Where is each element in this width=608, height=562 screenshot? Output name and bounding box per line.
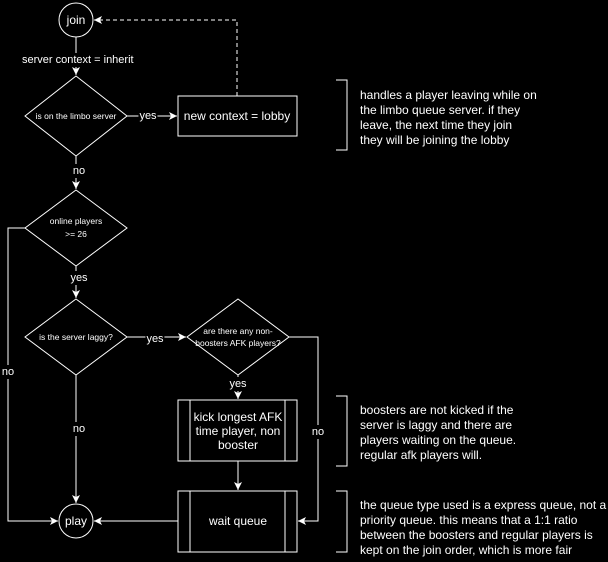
limbo-decision-label: is on the limbo server xyxy=(35,111,117,121)
join-label: join xyxy=(66,13,86,27)
note-limbo-line: they will be joining the lobby xyxy=(360,133,510,147)
laggy-no-label: no xyxy=(71,422,87,436)
online-players-label-line2: >= 26 xyxy=(65,229,87,239)
note-bracket-queue xyxy=(336,490,348,553)
wait-queue-label: wait queue xyxy=(208,514,268,528)
note-bracket-boosters xyxy=(336,395,348,467)
note-bracket-limbo xyxy=(336,79,348,151)
server-laggy-label: is the server laggy? xyxy=(39,332,113,342)
note-queue: the queue type used is a express queue, … xyxy=(360,498,606,558)
note-boosters-line: regular afk players will. xyxy=(360,448,483,462)
play-label: play xyxy=(64,514,88,528)
afk-check-label-line2: boosters AFK players? xyxy=(195,338,281,348)
afk-check-label-line1: are there any non- xyxy=(203,326,273,336)
laggy-yes-label: yes xyxy=(145,332,165,346)
note-queue-line: priority queue. this means that a 1:1 ra… xyxy=(360,513,578,527)
note-queue-line: kept on the join order, which is more fa… xyxy=(360,543,573,557)
online-no-label: no xyxy=(0,365,16,379)
kick-label-line2: time player, non xyxy=(195,424,281,438)
edge-context-back-to-join xyxy=(94,16,238,96)
note-boosters-line: boosters are not kicked if the xyxy=(360,403,514,417)
note-limbo-line: leave, the next time they join xyxy=(360,118,513,132)
play-node xyxy=(58,503,94,539)
note-boosters-line: players waiting on the queue. xyxy=(360,433,517,447)
new-context-label: new context = lobby xyxy=(183,109,291,123)
afk-no-label: no xyxy=(310,425,326,439)
note-queue-line: the queue type used is a express queue, … xyxy=(360,498,607,512)
note-limbo: handles a player leaving while on the li… xyxy=(360,88,537,148)
limbo-yes-label: yes xyxy=(138,109,158,123)
note-limbo-line: handles a player leaving while on xyxy=(360,88,537,102)
edge-online-no xyxy=(7,227,58,525)
online-players-label-line1: online players xyxy=(49,216,103,226)
note-limbo-line: the limbo queue server. if they xyxy=(360,103,521,117)
limbo-no-label: no xyxy=(71,164,87,178)
server-context-label: server context = inherit xyxy=(21,53,135,67)
online-yes-label: yes xyxy=(69,271,89,285)
note-queue-line: between the boosters and regular players… xyxy=(360,528,593,542)
note-boosters-line: server is laggy and there are xyxy=(360,418,513,432)
afk-yes-label: yes xyxy=(228,377,248,391)
note-boosters: boosters are not kicked if the server is… xyxy=(360,403,516,463)
kick-label-line1: kick longest AFK xyxy=(193,410,283,424)
kick-label-line3: booster xyxy=(217,438,259,452)
